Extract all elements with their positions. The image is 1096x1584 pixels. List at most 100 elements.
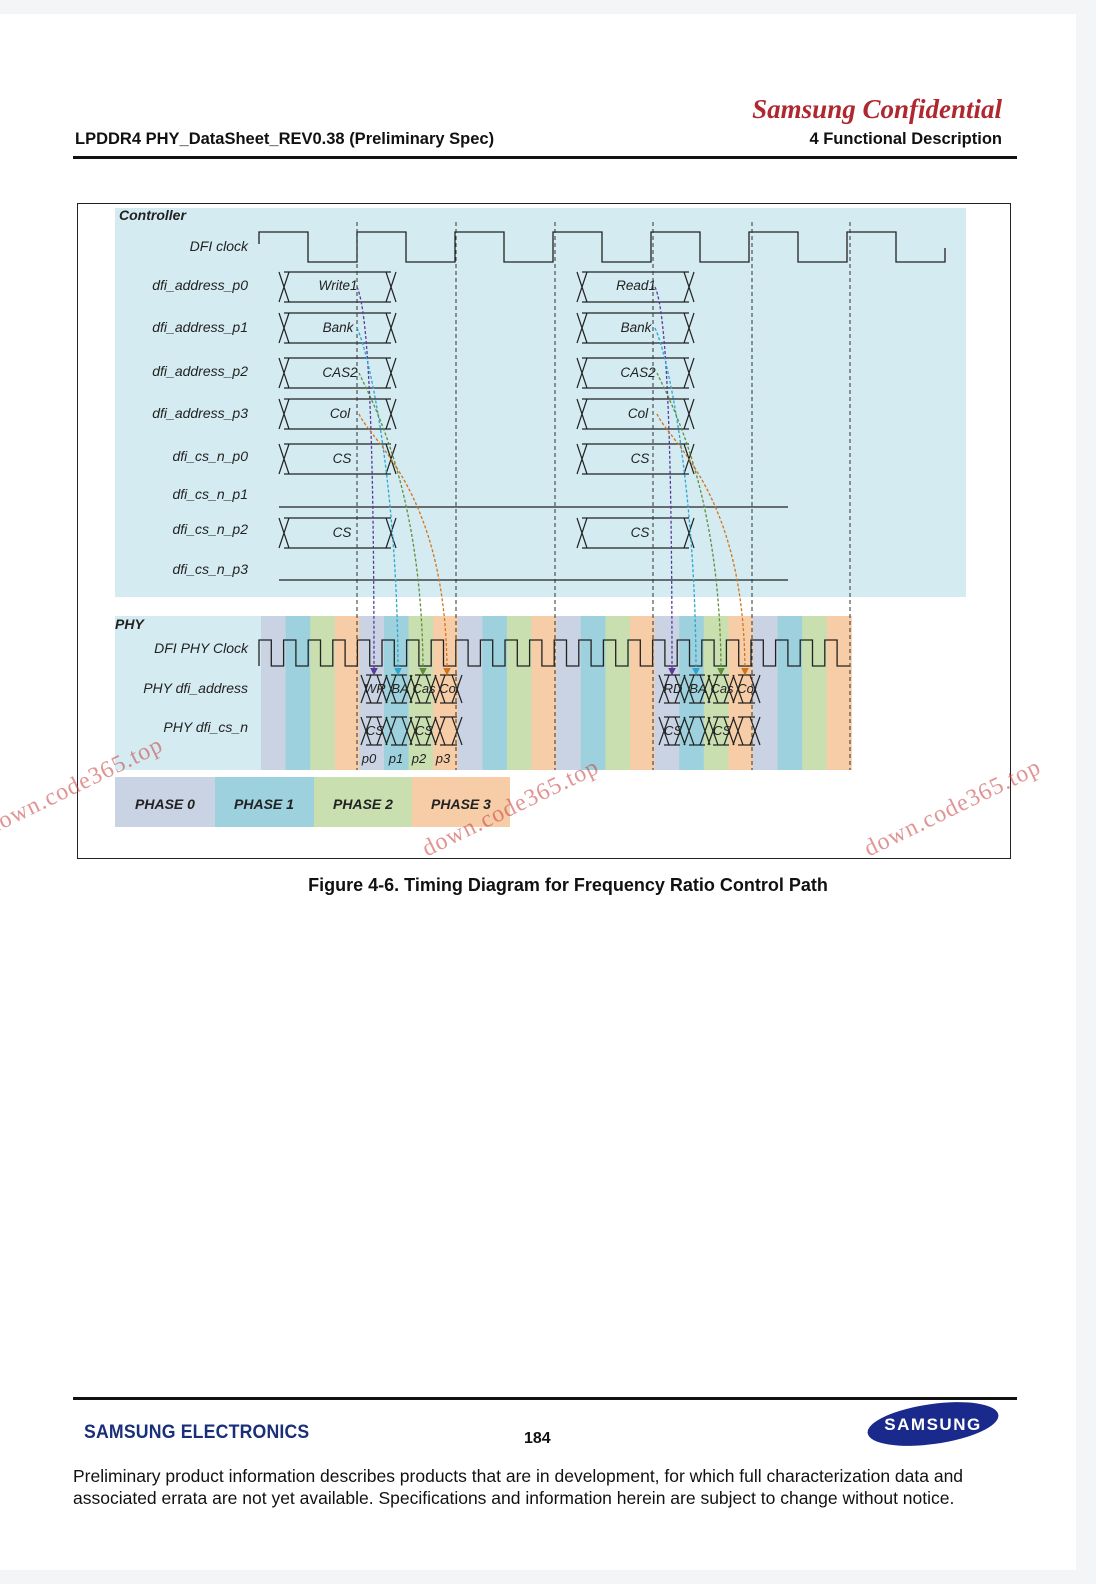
cs-p1-label: dfi_cs_n_p1 bbox=[172, 486, 248, 502]
arrow-p1 bbox=[654, 327, 700, 676]
tick-p0: p0 bbox=[361, 751, 377, 766]
phy-address-label: PHY dfi_address bbox=[143, 680, 248, 696]
phy-write-cs-bus bbox=[434, 716, 463, 746]
phase-stripe bbox=[261, 616, 286, 770]
phy-wr-value: WR bbox=[364, 681, 386, 696]
phase-stripe bbox=[384, 616, 409, 770]
confidential-mark: Samsung Confidential bbox=[752, 94, 1002, 124]
read-cs-p0-value: CS bbox=[631, 451, 650, 466]
write-p3-value: Col bbox=[330, 406, 351, 421]
header-divider bbox=[73, 156, 1017, 159]
read-bus bbox=[576, 312, 695, 344]
phase3-swatch bbox=[412, 777, 510, 827]
page-number: 184 bbox=[524, 1430, 551, 1447]
write-bus bbox=[278, 398, 397, 430]
phy-read-cs-bus bbox=[732, 716, 761, 746]
phase0-swatch bbox=[115, 777, 215, 827]
figure-caption: Figure 4-6. Timing Diagram for Frequency… bbox=[308, 875, 828, 895]
cs-p0-label: dfi_cs_n_p0 bbox=[172, 448, 248, 464]
phase-stripe bbox=[802, 616, 828, 770]
phy-read-cs-p2-value: CS bbox=[713, 723, 731, 738]
phase-stripe bbox=[753, 616, 778, 770]
tick-p3: p3 bbox=[435, 751, 451, 766]
tick-p2: p2 bbox=[411, 751, 427, 766]
phase-stripe bbox=[728, 616, 754, 770]
mapping-arrows bbox=[356, 286, 749, 676]
phase0-label: PHASE 0 bbox=[135, 796, 195, 812]
phy-read-cs-bus bbox=[658, 716, 686, 746]
tick-p1: p1 bbox=[388, 751, 403, 766]
arrow-p0 bbox=[654, 286, 676, 676]
write-cs-p2-value: CS bbox=[333, 525, 352, 540]
phase1-label: PHASE 1 bbox=[234, 796, 294, 812]
write-p1-value: Bank bbox=[323, 320, 355, 335]
cs-p3-label: dfi_cs_n_p3 bbox=[172, 561, 248, 577]
footer-divider bbox=[73, 1397, 1017, 1400]
document-title: LPDDR4 PHY_DataSheet_REV0.38 (Preliminar… bbox=[75, 130, 495, 148]
phy-read-cs-bus bbox=[683, 716, 711, 746]
section-title: 4 Functional Description bbox=[809, 130, 1002, 148]
phase-stripe bbox=[531, 616, 557, 770]
samsung-logo-text: SAMSUNG bbox=[884, 1415, 981, 1434]
phy-write-cs-bus bbox=[360, 716, 388, 746]
phy-cs-p0-value: CS bbox=[366, 723, 384, 738]
dfi-clock-label: DFI clock bbox=[190, 238, 249, 254]
phy-cs-p2-value: CS bbox=[415, 723, 433, 738]
phase-stripe bbox=[285, 616, 311, 770]
bus-shapes bbox=[278, 271, 761, 746]
read-p0-value: Read1 bbox=[616, 278, 656, 293]
phase-stripe bbox=[310, 616, 336, 770]
phy-write-cs-bus bbox=[409, 716, 437, 746]
read-bus bbox=[576, 398, 695, 430]
phase-stripe bbox=[777, 616, 803, 770]
phase-stripe bbox=[630, 616, 655, 770]
company-name: SAMSUNG ELECTRONICS bbox=[84, 1422, 310, 1443]
read-p1-value: Bank bbox=[621, 320, 653, 335]
phy-col-value: Col bbox=[439, 681, 460, 696]
write-bus bbox=[278, 312, 397, 344]
read-bus bbox=[576, 357, 695, 389]
address-p2-label: dfi_address_p2 bbox=[152, 363, 248, 379]
timing-diagram: Controller PHY DFI clock dfi_address_p0 … bbox=[115, 207, 966, 827]
cs-p2-label: dfi_cs_n_p2 bbox=[172, 521, 248, 537]
phy-label: PHY bbox=[115, 616, 145, 632]
phy-ba-value: BA bbox=[391, 681, 408, 696]
read-bus bbox=[576, 443, 695, 475]
write-p2-value: CAS2 bbox=[322, 365, 358, 380]
phase-stripe bbox=[580, 616, 606, 770]
samsung-logo: SAMSUNG bbox=[867, 1402, 999, 1446]
phase1-swatch bbox=[215, 777, 314, 827]
phy-clock-label: DFI PHY Clock bbox=[154, 640, 249, 656]
address-p0-label: dfi_address_p0 bbox=[152, 277, 248, 293]
phy-rd-value: RD bbox=[664, 681, 683, 696]
datasheet-page: Samsung Confidential LPDDR4 PHY_DataShee… bbox=[0, 14, 1076, 1570]
read-bus bbox=[576, 271, 695, 303]
phase-stripe bbox=[482, 616, 508, 770]
read-p2-value: CAS2 bbox=[620, 365, 656, 380]
phase-stripe bbox=[556, 616, 582, 770]
address-p1-label: dfi_address_p1 bbox=[152, 319, 248, 335]
arrow-p0 bbox=[356, 286, 378, 676]
phy-write-cs-bus bbox=[385, 716, 413, 746]
controller-region bbox=[115, 208, 966, 597]
phase-stripe bbox=[334, 616, 360, 770]
write-bus bbox=[278, 271, 397, 303]
phase-stripe bbox=[457, 616, 483, 770]
arrow-p3 bbox=[656, 413, 749, 676]
read-bus bbox=[576, 517, 695, 549]
arrow-p3 bbox=[358, 413, 451, 676]
arrow-p1 bbox=[356, 327, 402, 676]
phase2-label: PHASE 2 bbox=[333, 796, 393, 812]
figure-frame: Controller PHY DFI clock dfi_address_p0 … bbox=[77, 203, 1011, 859]
phy-cs-label: PHY dfi_cs_n bbox=[163, 719, 248, 735]
phase3-label: PHASE 3 bbox=[431, 796, 491, 812]
phase-stripe bbox=[507, 616, 532, 770]
phase-stripe bbox=[433, 616, 459, 770]
read-cs-p2-value: CS bbox=[631, 525, 650, 540]
write-bus bbox=[278, 517, 397, 549]
phase-stripe bbox=[826, 616, 852, 770]
phy-read-cas-value: Cas bbox=[710, 681, 734, 696]
write-cs-p0-value: CS bbox=[333, 451, 352, 466]
phase2-swatch bbox=[314, 777, 412, 827]
write-bus bbox=[278, 443, 397, 475]
